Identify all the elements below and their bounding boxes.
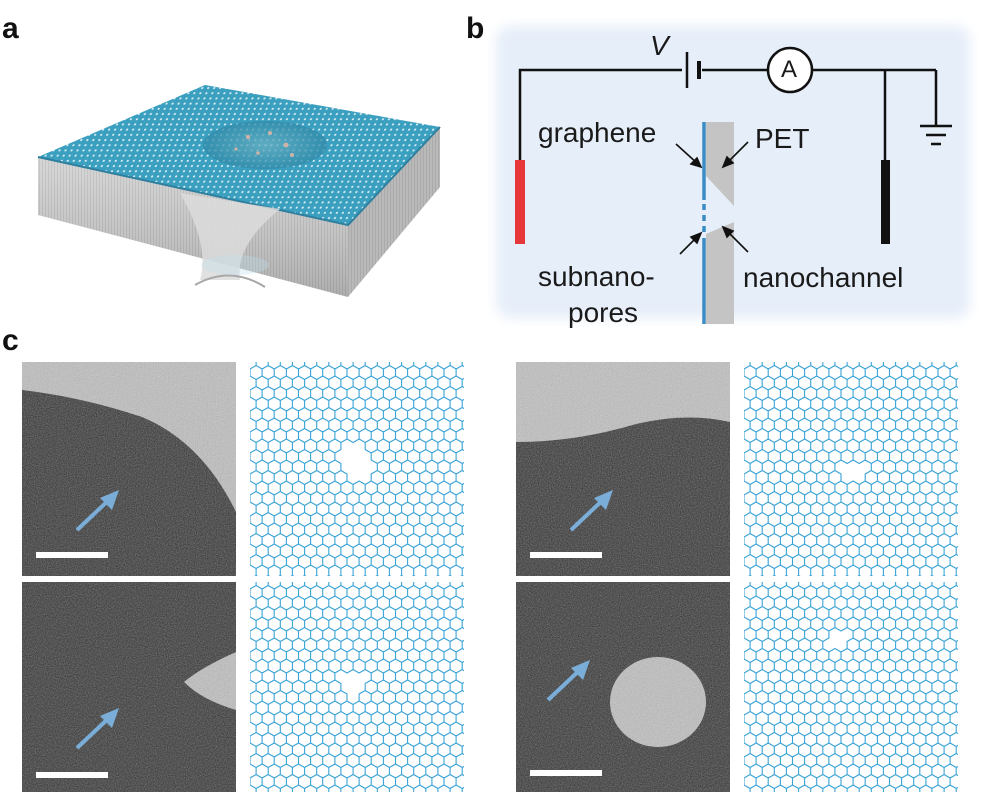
nanochannel-cone <box>180 193 280 280</box>
voltage-label: V <box>650 30 669 61</box>
lattice-top-left <box>250 362 464 576</box>
pet-right-face <box>348 127 440 297</box>
graphene-lattice-svg <box>250 362 464 576</box>
scale-bar <box>36 772 108 778</box>
honeycomb-path <box>744 362 958 576</box>
lattice-bottom-right <box>744 582 958 792</box>
panel-b-schematic <box>488 18 978 326</box>
lattice-bottom-left <box>250 582 464 792</box>
pet-label: PET <box>755 123 810 154</box>
circuit-diagram <box>496 26 970 324</box>
subnanopores-label-line1: subnano- <box>538 261 655 292</box>
tem-image-bottom-left <box>22 582 236 792</box>
pet-upper <box>706 122 734 206</box>
panel-a-illustration <box>30 75 450 305</box>
pore-region <box>203 121 327 169</box>
nanochannel-label: nanochannel <box>743 262 904 293</box>
graphene-label: graphene <box>538 117 657 148</box>
honeycomb-path <box>250 582 464 792</box>
tem-image-bottom-right <box>516 582 730 792</box>
scale-bar <box>530 552 602 558</box>
graphene-lattice-svg <box>744 362 958 576</box>
membrane-3d-figure <box>37 85 441 297</box>
graphene-lattice-svg <box>744 582 958 792</box>
ammeter-circle <box>766 46 814 94</box>
panel-letter-c: c <box>2 324 19 357</box>
scale-bar <box>530 770 602 776</box>
ammeter-label: A <box>781 56 798 83</box>
pet-lower <box>706 222 734 324</box>
panel-letter-b: b <box>466 12 485 45</box>
honeycomb-path <box>250 362 464 576</box>
scale-bar <box>36 552 108 558</box>
honeycomb-path <box>744 582 958 792</box>
graphene-lattice-svg <box>250 582 464 792</box>
left-electrode <box>515 160 525 244</box>
lattice-top-right <box>744 362 958 576</box>
subnanopores-label-line2: pores <box>568 297 639 328</box>
tem-image-top-left <box>22 362 236 576</box>
panel-letter-a: a <box>2 12 19 45</box>
right-electrode <box>881 160 890 244</box>
tem-image-top-right <box>516 362 730 576</box>
